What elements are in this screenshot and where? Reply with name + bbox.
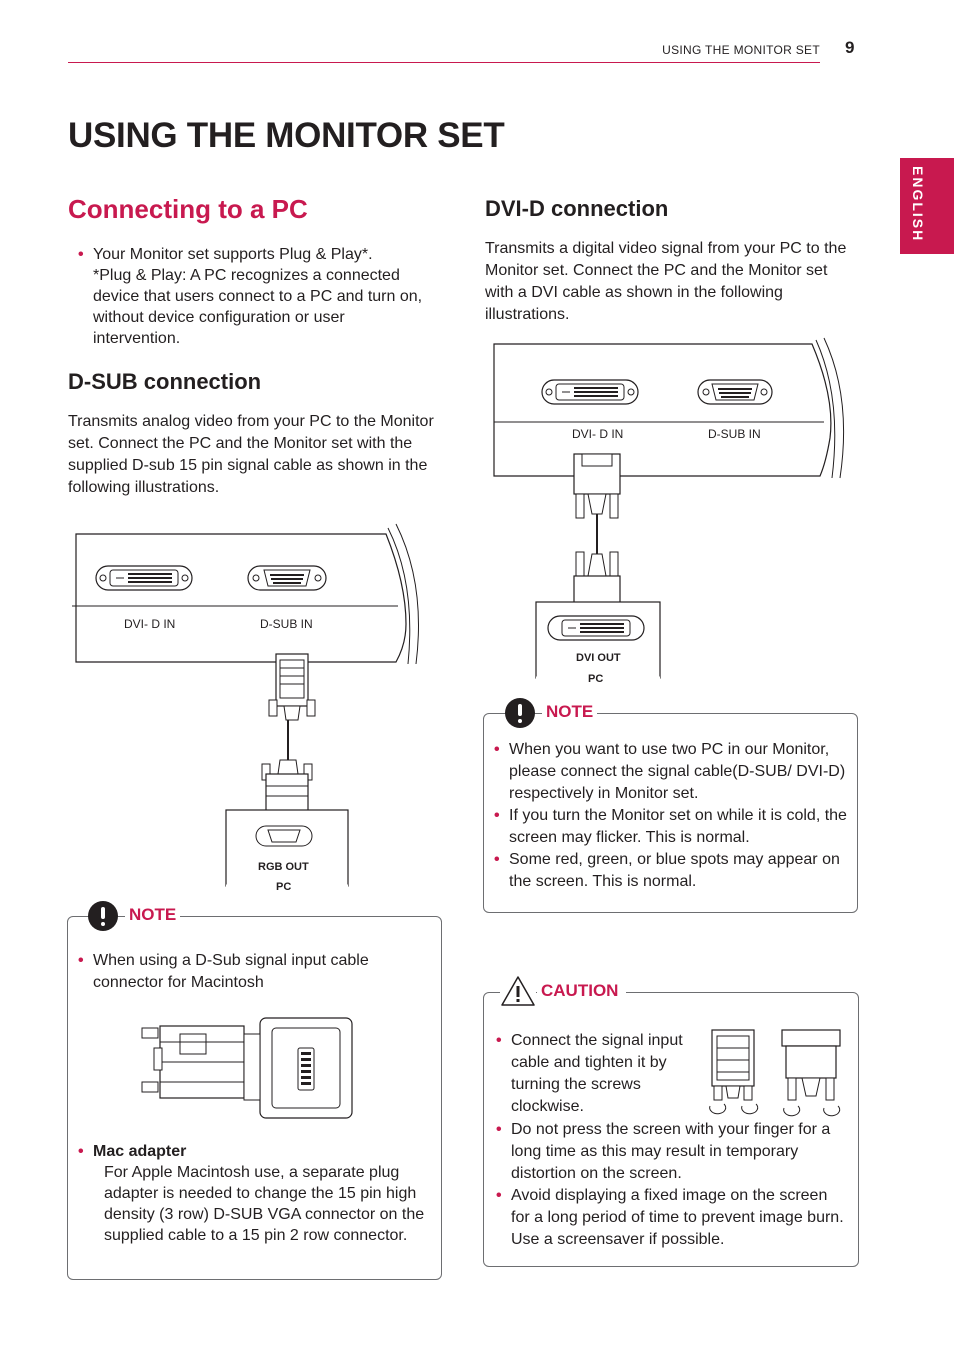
dsub-cable-plug-upper [268, 653, 316, 721]
dvid-connection-diagram: DVI- D IN D-SUB IN DVI OUT PC [493, 337, 845, 685]
dsub-in-port [697, 379, 773, 405]
monitor-panel-outline [75, 533, 407, 663]
header-rule [68, 62, 820, 63]
dvi-cable-plug-upper [573, 453, 621, 519]
dvid-note-bullet-2: If you turn the Monitor set on while it … [484, 805, 849, 849]
dsub-in-port [247, 565, 327, 591]
caution-text-2: Do not press the screen with your finger… [486, 1119, 848, 1185]
dsub-connection-diagram: DVI- D IN D-SUB IN RGB OUT PC [72, 523, 419, 893]
dvi-plug-screws [781, 1029, 841, 1117]
dsub-note-label: NOTE [125, 905, 181, 925]
caution-bullets-rest: Do not press the screen with your finger… [486, 1119, 848, 1251]
mac-adapter-text: For Apple Macintosh use, a separate plug… [104, 1164, 425, 1244]
dvid-description: Transmits a digital video signal from yo… [485, 240, 847, 323]
label-pc: PC [276, 881, 291, 893]
rgb-out-port [255, 825, 313, 847]
monitor-edge-curve-outer [395, 523, 419, 665]
monitor-panel-outline [493, 343, 832, 477]
caution-label: CAUTION [537, 981, 627, 1001]
mac-adapter-illustration [141, 1017, 353, 1119]
dvid-note-list: When you want to use two PC in our Monit… [484, 739, 849, 893]
dsub-note-bullet-1: When using a D-Sub signal input cable co… [68, 950, 428, 994]
monitor-edge-curve [387, 527, 411, 665]
warning-triangle-icon [500, 974, 536, 1008]
mac-adapter-title: Mac adapter [68, 1141, 428, 1162]
dsub-description: Transmits analog video from your PC to t… [68, 413, 434, 496]
dsub-note-box [67, 916, 442, 1280]
dsub-plug-screws [709, 1029, 759, 1115]
dvi-out-port [547, 615, 645, 641]
section-heading-connecting: Connecting to a PC [68, 194, 308, 224]
caution-text-3: Avoid displaying a fixed image on the sc… [486, 1185, 848, 1251]
dvid-note-label: NOTE [542, 702, 598, 722]
dvid-note-bullet-3: Some red, green, or blue spots may appea… [484, 849, 849, 893]
dvid-heading: DVI-D connection [485, 196, 669, 221]
dvi-cable-plug-lower [573, 551, 621, 613]
bullet-line-1: Your Monitor set supports Plug & Play*. [68, 244, 433, 265]
note-icon [505, 698, 535, 728]
label-dsub-in: D-SUB IN [260, 617, 313, 631]
label-dsub-in: D-SUB IN [708, 427, 761, 441]
page-number: 9 [845, 38, 855, 57]
label-rgb-out: RGB OUT [258, 861, 309, 873]
screw-tightening-illustration [709, 1029, 841, 1117]
dsub-heading: D-SUB connection [68, 369, 262, 394]
note-icon [88, 901, 118, 931]
page-title: USING THE MONITOR SET [68, 116, 505, 155]
label-pc: PC [588, 673, 603, 685]
language-tab-label: ENGLISH [910, 166, 926, 243]
caution-text-1: Connect the signal input cable and tight… [486, 1030, 686, 1118]
dsub-note-bullet-2: Mac adapter For Apple Macintosh use, a s… [68, 1141, 428, 1246]
label-dvi-in: DVI- D IN [124, 617, 175, 631]
dvi-in-port [541, 379, 639, 405]
dvi-in-port [95, 565, 193, 591]
caution-box [483, 992, 859, 1267]
caution-bullet-1: Connect the signal input cable and tight… [486, 1030, 686, 1118]
running-header: USING THE MONITOR SET [662, 43, 820, 57]
dvid-note-bullet-1: When you want to use two PC in our Monit… [484, 739, 849, 805]
pc-box [225, 809, 349, 887]
plug-and-play-definition: *Plug & Play: A PC recognizes a connecte… [93, 267, 423, 347]
dsub-cable-plug-lower [261, 759, 313, 819]
language-tab: ENGLISH [900, 158, 954, 254]
label-dvi-in: DVI- D IN [572, 427, 623, 441]
dsub-note-text-1: When using a D-Sub signal input cable co… [68, 950, 428, 994]
label-dvi-out: DVI OUT [576, 652, 621, 664]
plug-and-play-bullet: Your Monitor set supports Plug & Play*. … [68, 244, 433, 349]
